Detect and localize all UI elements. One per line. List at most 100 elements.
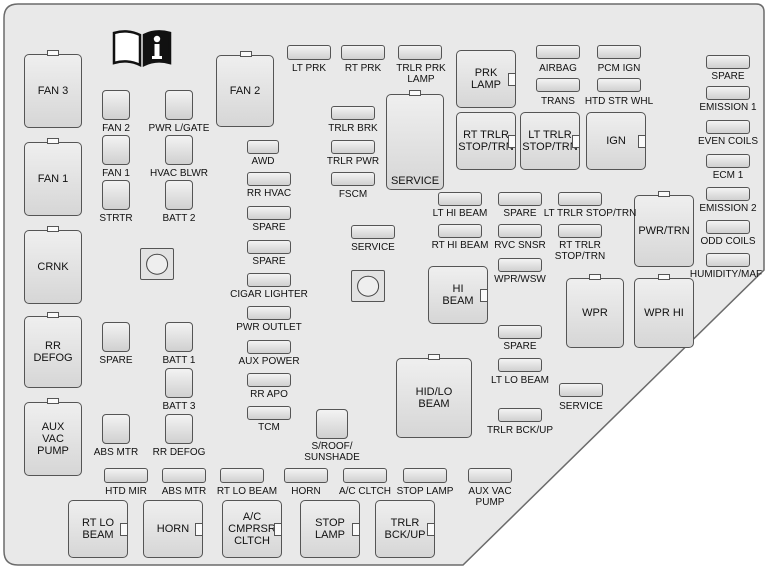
fuse-htd-mir bbox=[104, 468, 148, 483]
fuse-label: TRLR PRK LAMP bbox=[396, 63, 446, 85]
fuse-label: EMISSION 1 bbox=[699, 102, 757, 113]
fuse-label: BATT 1 bbox=[162, 355, 196, 366]
fuse-trlr-bck-up bbox=[498, 408, 542, 422]
fuse-label: SPARE bbox=[99, 355, 133, 366]
fuse-lt-trlr-stop-trn bbox=[558, 192, 602, 206]
fuse-label: FSCM bbox=[338, 189, 368, 200]
relay-label: WPR bbox=[582, 307, 608, 319]
fuse-aux-power bbox=[247, 340, 291, 354]
relay-ac-cmprsr-cltch: A/C CMPRSR CLTCH bbox=[222, 500, 282, 558]
relay-label: PWR/TRN bbox=[638, 225, 690, 237]
fuse-rvc-snsr bbox=[498, 224, 542, 238]
fuse-rr-hvac bbox=[247, 172, 291, 186]
fuse-label: AWD bbox=[251, 156, 275, 167]
relay-label: SERVICE bbox=[390, 175, 440, 187]
fuse-label: HUMIDITY/MAF bbox=[689, 269, 763, 280]
relay-wpr: WPR bbox=[566, 278, 624, 348]
fuse-tcm bbox=[247, 406, 291, 420]
fuse-label: S/ROOF/ SUNSHADE bbox=[304, 441, 360, 463]
fuse-label: RT PRK bbox=[344, 63, 382, 74]
fuse-trlr-pwr bbox=[331, 140, 375, 154]
fuse-label: TRLR BCK/UP bbox=[486, 425, 554, 436]
relay-lt-trlr-stop-trn: LT TRLR STOP/TRN bbox=[520, 112, 580, 170]
relay-label: HID/LO BEAM bbox=[415, 386, 453, 410]
fuse-label: PCM IGN bbox=[597, 63, 641, 74]
fuse-label: CIGAR LIGHTER bbox=[230, 289, 308, 300]
fuse-stop-lamp bbox=[403, 468, 447, 483]
fuse-label: HVAC BLWR bbox=[150, 168, 208, 179]
relay-wpr-hi: WPR HI bbox=[634, 278, 694, 348]
fuse-label: BATT 3 bbox=[162, 401, 196, 412]
relay-rt-trlr-stop-trn: RT TRLR STOP/TRN bbox=[456, 112, 516, 170]
fuse-label: ABS MTR bbox=[161, 486, 207, 497]
fuse-trlr-prk-lamp bbox=[398, 45, 442, 60]
fuse-ac-cltch bbox=[343, 468, 387, 483]
relay-label: WPR HI bbox=[644, 307, 684, 319]
fuse-ecm1 bbox=[706, 154, 750, 168]
fuse-spare bbox=[498, 192, 542, 206]
relay-rt-lo-beam: RT LO BEAM bbox=[68, 500, 128, 558]
relay-label: RR DEFOG bbox=[33, 340, 73, 364]
fuse-label: STOP LAMP bbox=[396, 486, 454, 497]
fuse-label: TRLR PWR bbox=[326, 156, 380, 167]
fuse-service bbox=[351, 225, 395, 239]
relay-rr-defog: RR DEFOG bbox=[24, 316, 82, 388]
fuse-lt-prk bbox=[287, 45, 331, 60]
fuse-label: TRLR BRK bbox=[328, 123, 378, 134]
fuse-rt-trlr-stop-trn bbox=[558, 224, 602, 238]
fuse-even-coils bbox=[706, 120, 750, 134]
bolt-terminal bbox=[140, 248, 174, 280]
fuse-label: ECM 1 bbox=[712, 170, 744, 181]
fuse-rr-defog bbox=[165, 414, 193, 444]
fuse-odd-coils bbox=[706, 220, 750, 234]
relay-aux-vac-pump: AUX VAC PUMP bbox=[24, 402, 82, 476]
fuse-rt-lo-beam bbox=[220, 468, 264, 483]
fuse-label: HTD MIR bbox=[105, 486, 147, 497]
relay-label: PRK LAMP bbox=[471, 67, 501, 91]
relay-label: RT LO BEAM bbox=[82, 517, 114, 541]
fuse-htd-str-whl bbox=[597, 78, 641, 92]
relay-prk-lamp: PRK LAMP bbox=[456, 50, 516, 108]
fuse-label: EMISSION 2 bbox=[699, 203, 757, 214]
fuse-label: AIRBAG bbox=[539, 63, 577, 74]
relay-label: FAN 3 bbox=[37, 85, 69, 97]
fuse-label: A/C CLTCH bbox=[338, 486, 392, 497]
fuse-horn bbox=[284, 468, 328, 483]
fuse-label: FAN 2 bbox=[102, 123, 130, 134]
fuse-cigar-lighter bbox=[247, 273, 291, 287]
relay-label: CRNK bbox=[37, 261, 69, 273]
relay-pwr-trn: PWR/TRN bbox=[634, 195, 694, 267]
fuse-hvac-blwr bbox=[165, 135, 193, 165]
fuse-rr-apo bbox=[247, 373, 291, 387]
fuse-lt-lo-beam bbox=[498, 358, 542, 372]
relay-label: FAN 2 bbox=[229, 85, 261, 97]
fuse-emission2 bbox=[706, 187, 750, 201]
fuse-label: SPARE bbox=[503, 208, 537, 219]
fuse-label: RR APO bbox=[250, 389, 288, 400]
fuse-pwr-outlet bbox=[247, 306, 291, 320]
relay-trlr-bck-up: TRLR BCK/UP bbox=[375, 500, 435, 558]
relay-fan2: FAN 2 bbox=[216, 55, 274, 127]
relay-horn: HORN bbox=[143, 500, 203, 558]
fuse-label: RT HI BEAM bbox=[431, 240, 489, 251]
relay-label: FAN 1 bbox=[37, 173, 69, 185]
fuse-abs-mtr bbox=[162, 468, 206, 483]
fuse-batt3 bbox=[165, 368, 193, 398]
fuse-label: LT HI BEAM bbox=[432, 208, 488, 219]
fuse-label: EVEN COILS bbox=[697, 136, 759, 147]
relay-crnk: CRNK bbox=[24, 230, 82, 304]
bolt-terminal bbox=[351, 270, 385, 302]
fuse-fan1 bbox=[102, 135, 130, 165]
fuse-strtr bbox=[102, 180, 130, 210]
relay-fan1: FAN 1 bbox=[24, 142, 82, 216]
fuse-label: PWR L/GATE bbox=[148, 123, 210, 134]
relay-label: HI BEAM bbox=[442, 283, 474, 307]
fuse-label: SPARE bbox=[252, 222, 286, 233]
relay-label: AUX VAC PUMP bbox=[37, 421, 69, 457]
fuse-humidity-maf bbox=[706, 253, 750, 267]
relay-label: HORN bbox=[156, 523, 190, 535]
fuse-wpr-wsw bbox=[498, 258, 542, 272]
fuse-spare bbox=[247, 240, 291, 254]
fuse-spare bbox=[706, 55, 750, 69]
